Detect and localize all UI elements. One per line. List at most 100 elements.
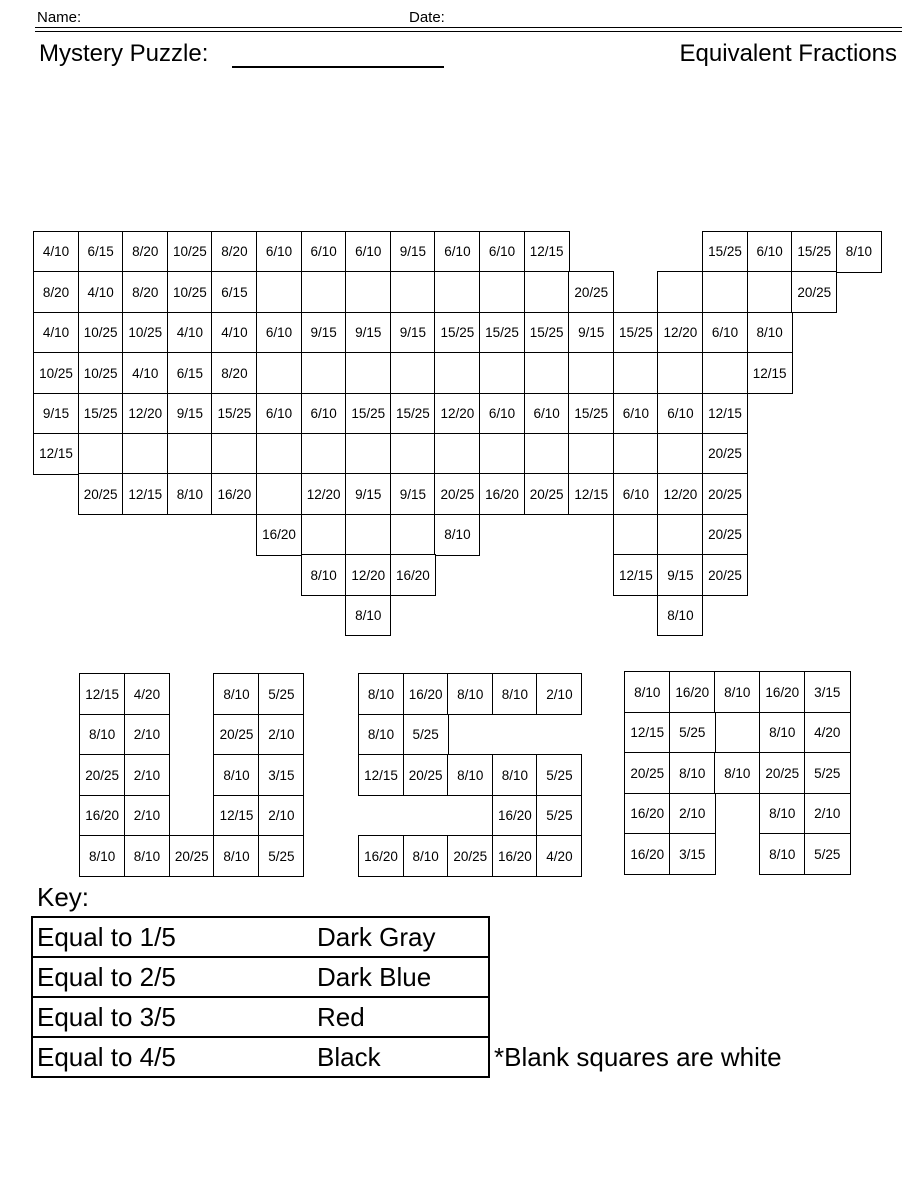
page-title: Mystery Puzzle: <box>39 40 209 67</box>
grid-cell <box>256 473 303 516</box>
grid-cell <box>434 433 481 475</box>
grid-cell: 10/25 <box>122 311 169 354</box>
grid-cell: 16/20 <box>759 671 806 714</box>
grid-cell: 4/10 <box>166 311 213 354</box>
grid-cell: 8/10 <box>669 752 716 795</box>
grid-cell <box>657 271 704 314</box>
grid-cell: 6/15 <box>166 352 213 395</box>
grid-cell: 15/25 <box>568 392 615 435</box>
key-color: Red <box>317 1002 365 1032</box>
grid-cell: 15/25 <box>702 231 749 273</box>
grid-cell: 6/10 <box>702 311 749 354</box>
grid-cell: 6/10 <box>256 392 303 435</box>
grid-cell: 5/25 <box>804 833 851 876</box>
grid-cell: 6/10 <box>612 392 659 435</box>
grid-cell: 2/10 <box>258 794 305 837</box>
grid-cell: 8/10 <box>624 671 671 714</box>
grid-cell: 16/20 <box>669 671 716 714</box>
grid-cell: 8/20 <box>211 231 258 273</box>
grid-cell: 4/20 <box>804 711 851 754</box>
key-row: Equal to 3/5 Red <box>33 998 488 1038</box>
grid-cell: 20/25 <box>402 754 449 797</box>
key-color: Dark Blue <box>317 962 432 992</box>
grid-cell: 6/10 <box>479 231 526 273</box>
grid-cell <box>300 433 347 475</box>
grid-cell: 12/15 <box>33 433 80 475</box>
grid-cell: 8/10 <box>447 673 494 716</box>
grid-cell: 20/25 <box>447 835 494 878</box>
grid-cell: 15/25 <box>791 231 838 273</box>
grid-cell <box>657 513 704 556</box>
grid-cell: 8/20 <box>211 352 258 395</box>
grid-cell: 8/10 <box>300 554 347 597</box>
grid-cell <box>523 352 570 395</box>
grid-cell: 16/20 <box>402 673 449 716</box>
grid-cell <box>479 433 526 475</box>
grid-cell <box>300 513 347 556</box>
grid-cell: 16/20 <box>491 794 538 837</box>
grid-cell: 12/15 <box>122 473 169 516</box>
grid-cell: 4/10 <box>33 231 80 273</box>
grid-cell: 8/10 <box>213 673 260 716</box>
grid-cell: 12/15 <box>213 794 260 837</box>
page-subtitle: Equivalent Fractions <box>679 40 897 67</box>
grid-cell: 12/15 <box>612 554 659 597</box>
grid-cell: 8/10 <box>835 231 882 273</box>
grid-cell <box>345 513 392 556</box>
grid-cell: 8/20 <box>122 231 169 273</box>
grid-cell: 9/15 <box>33 392 80 435</box>
grid-cell: 6/15 <box>211 271 258 314</box>
grid-cell: 9/15 <box>389 311 436 354</box>
grid-cell: 9/15 <box>657 554 704 597</box>
grid-cell <box>389 433 436 475</box>
grid-cell <box>479 352 526 395</box>
grid-cell: 10/25 <box>33 352 80 395</box>
grid-cell: 8/10 <box>447 754 494 797</box>
grid-cell: 4/10 <box>211 311 258 354</box>
grid-cell: 9/15 <box>300 311 347 354</box>
grid-cell <box>568 433 615 475</box>
grid-cell: 15/25 <box>211 392 258 435</box>
grid-cell: 8/10 <box>79 713 126 756</box>
grid-cell <box>122 433 169 475</box>
grid-cell: 8/10 <box>657 594 704 637</box>
grid-cell: 8/10 <box>759 711 806 754</box>
header-rule-bottom <box>35 31 902 32</box>
grid-cell: 20/25 <box>213 713 260 756</box>
grid-cell: 20/25 <box>624 752 671 795</box>
grid-cell: 9/15 <box>166 392 213 435</box>
grid-cell <box>256 271 303 314</box>
grid-cell: 10/25 <box>166 231 213 273</box>
grid-cell: 15/25 <box>434 311 481 354</box>
grid-cell: 20/25 <box>77 473 124 516</box>
grid-cell: 16/20 <box>624 833 671 876</box>
grid-cell: 12/15 <box>746 352 793 395</box>
grid-cell: 2/10 <box>804 792 851 835</box>
grid-cell: 20/25 <box>791 271 838 314</box>
key-fraction: Equal to 2/5 <box>37 962 176 992</box>
grid-cell: 10/25 <box>77 311 124 354</box>
grid-cell: 2/10 <box>123 794 171 837</box>
grid-cell: 8/10 <box>213 754 260 797</box>
blank-squares-note: *Blank squares are white <box>494 1042 782 1072</box>
header-rule-top <box>35 27 902 28</box>
grid-cell: 15/25 <box>77 392 124 435</box>
grid-cell: 8/20 <box>33 271 80 314</box>
grid-cell: 12/20 <box>300 473 347 516</box>
grid-cell: 3/15 <box>258 754 305 797</box>
grid-cell: 8/10 <box>213 835 260 878</box>
grid-cell: 5/25 <box>258 673 305 716</box>
grid-cell: 20/25 <box>568 271 615 314</box>
grid-cell: 10/25 <box>166 271 213 314</box>
grid-cell: 12/20 <box>122 392 169 435</box>
grid-cell: 20/25 <box>434 473 481 516</box>
grid-cell: 16/20 <box>211 473 258 516</box>
grid-cell: 4/20 <box>536 835 583 878</box>
grid-cell: 6/10 <box>612 473 659 516</box>
grid-cell: 6/10 <box>746 231 793 273</box>
grid-cell: 9/15 <box>345 311 392 354</box>
grid-cell: 12/20 <box>434 392 481 435</box>
grid-cell: 15/25 <box>479 311 526 354</box>
grid-cell <box>300 352 347 395</box>
grid-cell: 20/25 <box>759 752 806 795</box>
